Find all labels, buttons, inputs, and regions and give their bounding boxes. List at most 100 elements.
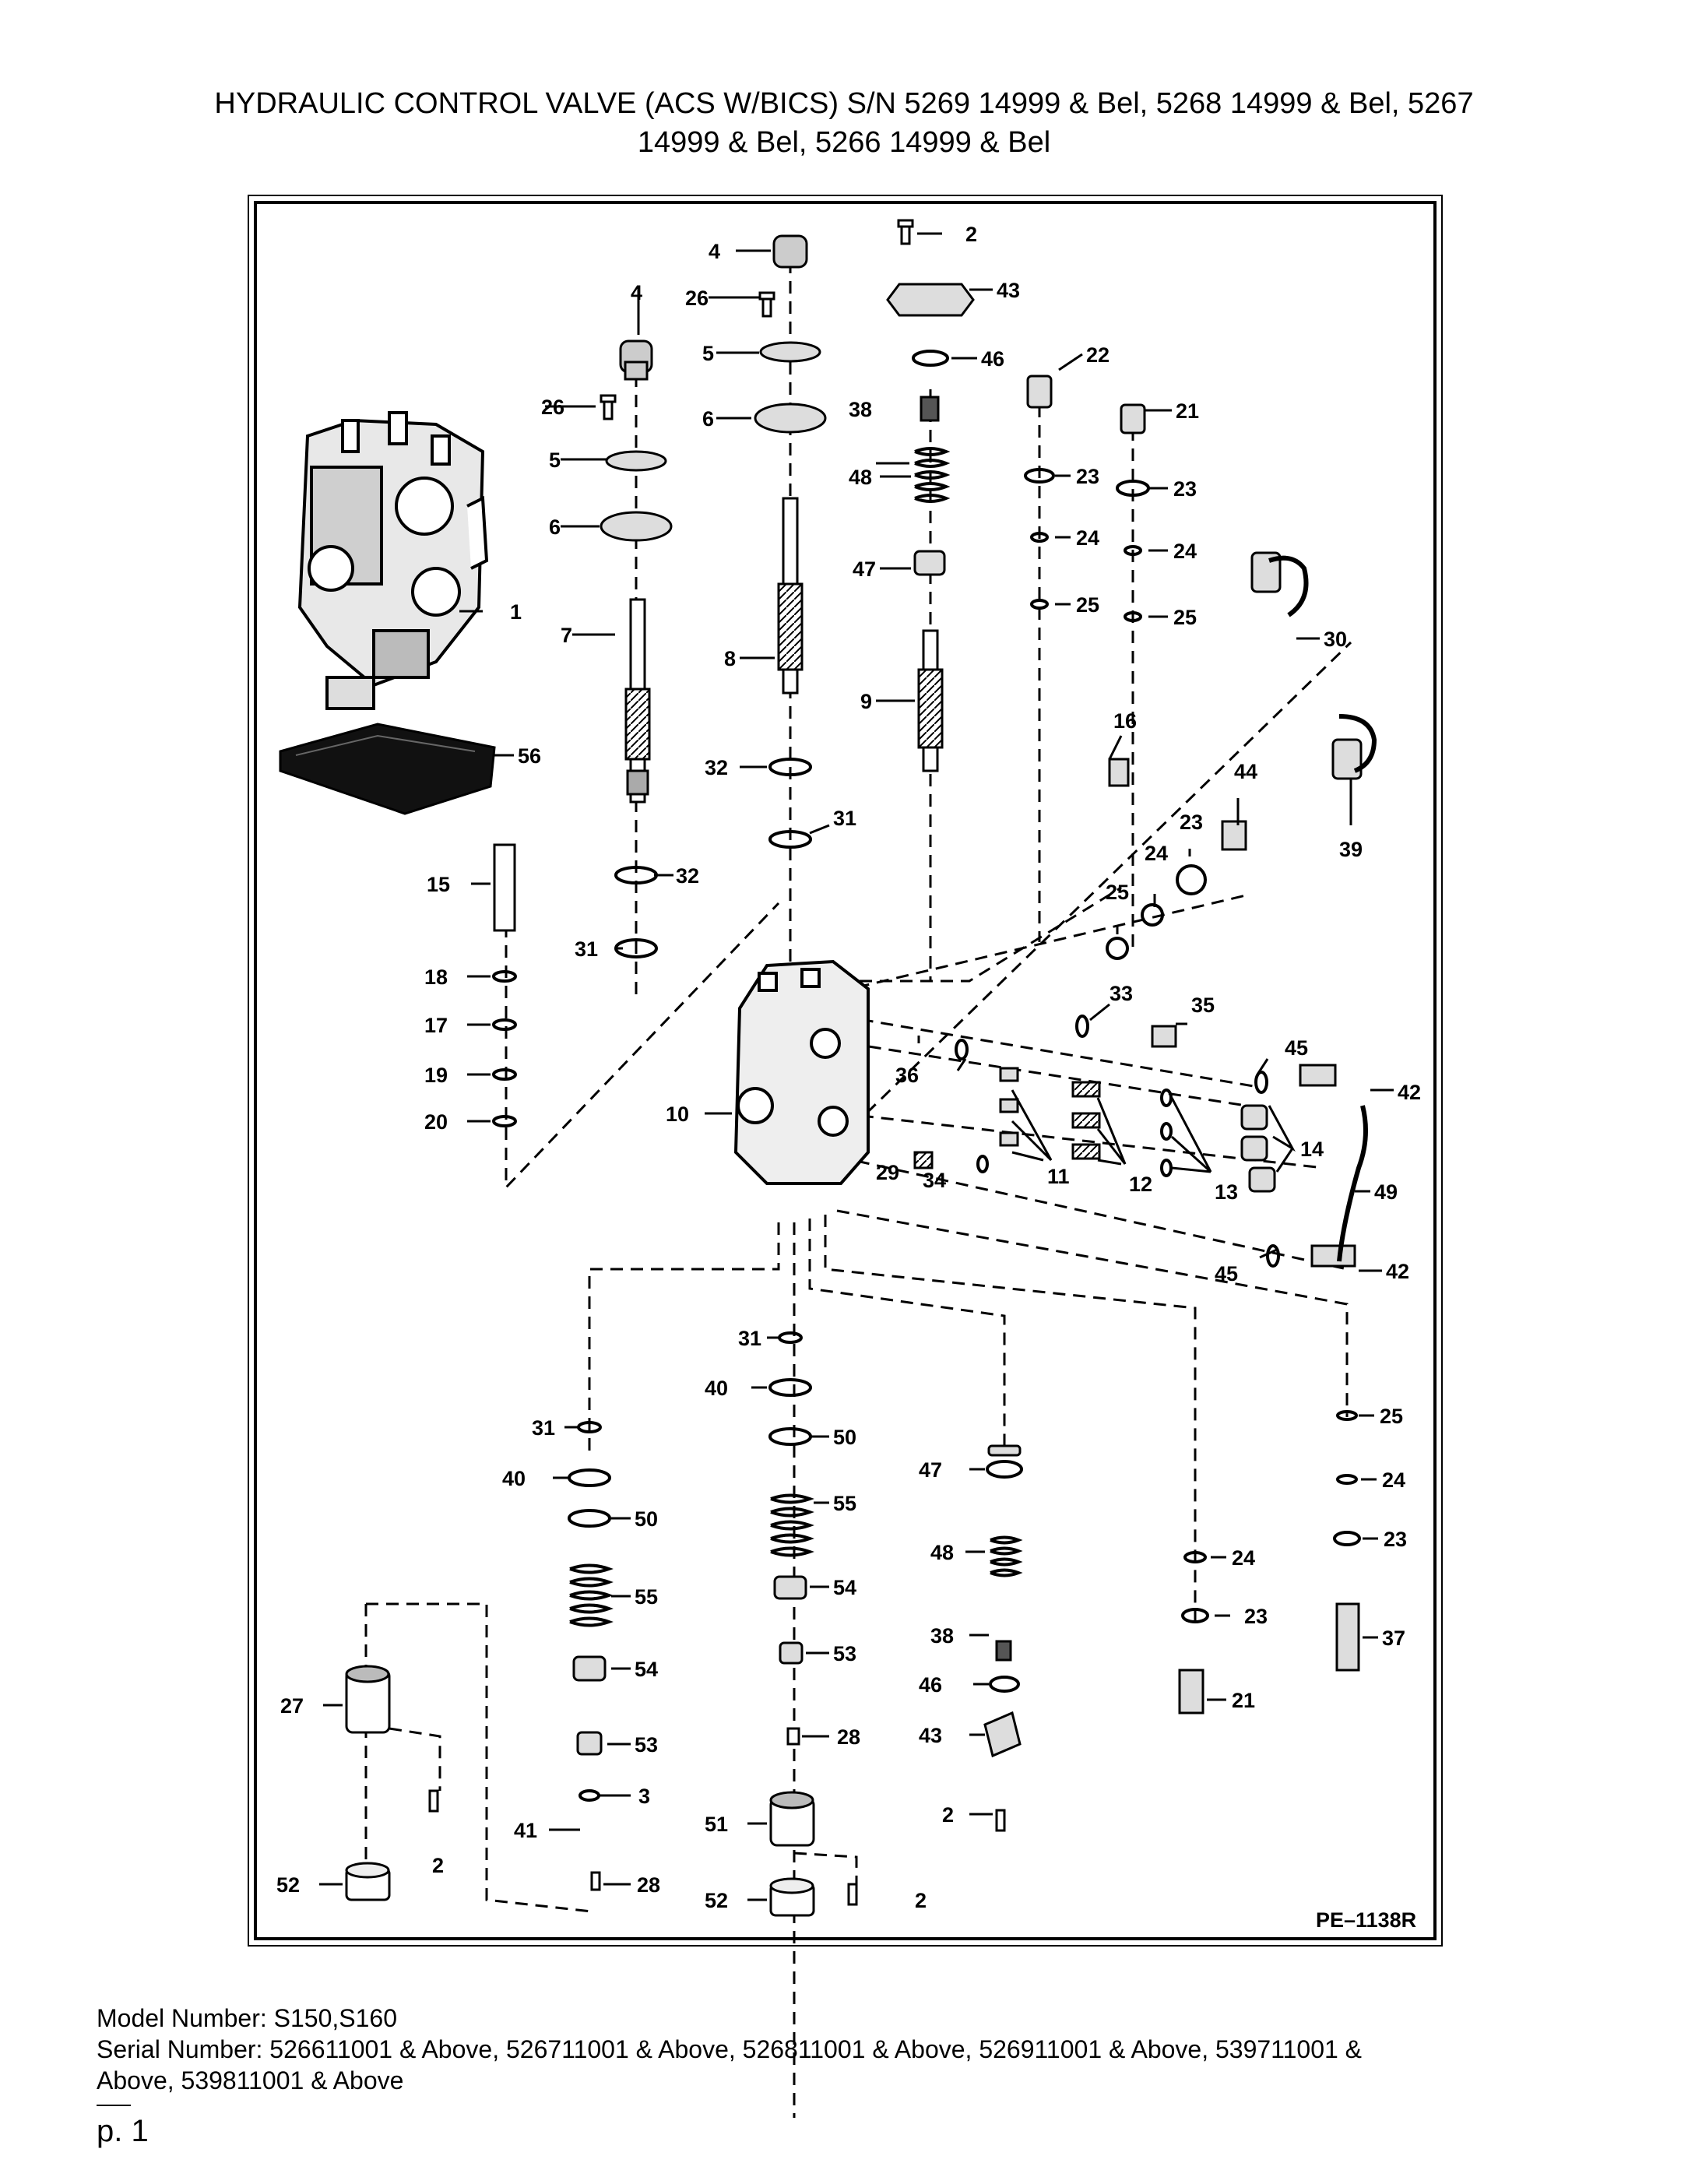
label-28-mid: 28 <box>837 1725 860 1749</box>
cap-part-4-top <box>772 234 808 269</box>
label-24-a: 24 <box>1076 526 1099 550</box>
label-4-top: 4 <box>709 240 720 263</box>
label-9: 9 <box>860 690 872 713</box>
label-13: 13 <box>1215 1180 1238 1204</box>
label-26-top: 26 <box>685 287 709 310</box>
model-number: Model Number: S150,S160 <box>97 2004 397 2032</box>
label-21-bottom: 21 <box>1232 1689 1255 1712</box>
valve-assembly-part-1 <box>297 411 489 710</box>
label-47-top: 47 <box>853 557 876 581</box>
callout-labels: 1 2 2 2 2 3 4 4 5 5 6 6 7 8 9 10 11 12 1… <box>276 223 1421 1932</box>
label-43-top: 43 <box>997 279 1020 302</box>
label-16: 16 <box>1113 709 1137 733</box>
label-45-b: 45 <box>1215 1262 1238 1285</box>
label-31-b: 31 <box>575 937 598 961</box>
label-24-e: 24 <box>1382 1468 1405 1492</box>
label-5-left: 5 <box>549 448 561 472</box>
label-18: 18 <box>424 965 448 989</box>
label-37: 37 <box>1382 1627 1405 1650</box>
footer-info: Model Number: S150,S160 Serial Number: 5… <box>97 2003 1362 2096</box>
label-6-top: 6 <box>702 407 714 431</box>
label-24-b: 24 <box>1173 540 1197 563</box>
label-29: 29 <box>876 1161 899 1184</box>
label-23-a: 23 <box>1076 465 1099 488</box>
title-line-2: 14999 & Bel, 5266 14999 & Bel <box>637 126 1051 159</box>
label-40-a: 40 <box>705 1377 728 1400</box>
label-17: 17 <box>424 1014 448 1037</box>
label-40-b: 40 <box>502 1467 526 1490</box>
valve-body-part-10 <box>733 959 870 1185</box>
spool-part-9 <box>917 629 944 772</box>
label-45-a: 45 <box>1285 1036 1308 1060</box>
label-52-a: 52 <box>276 1873 300 1897</box>
label-6-left: 6 <box>549 515 561 539</box>
label-25-a: 25 <box>1076 593 1099 617</box>
label-32-b: 32 <box>676 864 699 888</box>
label-26-left: 26 <box>541 396 564 419</box>
label-1: 1 <box>510 600 522 624</box>
label-47-bottom: 47 <box>919 1458 942 1482</box>
label-2-bottom: 2 <box>915 1889 927 1912</box>
label-50-a: 50 <box>833 1426 856 1449</box>
label-41: 41 <box>514 1819 537 1842</box>
figure-code: PE–1138R <box>1316 1908 1416 1932</box>
label-42-a: 42 <box>1398 1081 1421 1104</box>
label-31-a: 31 <box>833 807 856 830</box>
label-52-b: 52 <box>705 1889 728 1912</box>
label-46-bottom: 46 <box>919 1673 942 1697</box>
label-23-b: 23 <box>1173 477 1197 501</box>
label-32-a: 32 <box>705 756 728 779</box>
serial-number-line-1: Serial Number: 526611001 & Above, 526711… <box>97 2035 1363 2063</box>
label-35: 35 <box>1191 994 1215 1017</box>
small-parts <box>493 375 1363 1756</box>
label-49: 49 <box>1374 1180 1398 1204</box>
label-55-b: 55 <box>635 1585 658 1609</box>
decal-part-56 <box>279 723 496 815</box>
label-23-e: 23 <box>1384 1528 1407 1551</box>
label-5-top: 5 <box>702 342 714 365</box>
label-23-d: 23 <box>1244 1605 1268 1628</box>
label-19: 19 <box>424 1064 448 1087</box>
diagram-frame <box>248 195 1443 1947</box>
label-38-bottom: 38 <box>930 1624 954 1648</box>
label-24-c: 24 <box>1145 842 1168 865</box>
label-50-b: 50 <box>635 1507 658 1531</box>
label-23-c: 23 <box>1180 811 1203 834</box>
label-10: 10 <box>666 1103 689 1126</box>
label-42-b: 42 <box>1386 1260 1409 1283</box>
cap-part-4-left <box>619 339 653 381</box>
label-34: 34 <box>923 1169 946 1192</box>
spool-part-8 <box>777 497 804 695</box>
label-36: 36 <box>895 1064 919 1087</box>
footer-rule <box>97 2105 131 2106</box>
cartridges <box>345 1665 815 1917</box>
label-53-a: 53 <box>833 1642 856 1665</box>
label-31-c: 31 <box>738 1327 761 1350</box>
label-38-top: 38 <box>849 398 872 421</box>
label-54-a: 54 <box>833 1576 856 1599</box>
label-21-top: 21 <box>1176 399 1199 423</box>
label-14: 14 <box>1300 1138 1324 1161</box>
label-20: 20 <box>424 1110 448 1134</box>
spool-part-7 <box>624 598 651 804</box>
label-31-d: 31 <box>532 1416 555 1440</box>
label-55-a: 55 <box>833 1492 856 1515</box>
label-56: 56 <box>518 744 541 768</box>
page-title: HYDRAULIC CONTROL VALVE (ACS W/BICS) S/N… <box>0 84 1688 162</box>
label-54-b: 54 <box>635 1658 658 1681</box>
plates-5-6 <box>600 341 827 542</box>
label-12: 12 <box>1129 1173 1152 1196</box>
label-24-d: 24 <box>1232 1546 1255 1570</box>
label-8: 8 <box>724 647 736 670</box>
label-39: 39 <box>1339 838 1363 861</box>
label-30: 30 <box>1324 628 1347 651</box>
label-48-top: 48 <box>849 466 872 489</box>
label-25-d: 25 <box>1380 1405 1403 1428</box>
label-3: 3 <box>638 1785 650 1808</box>
label-15: 15 <box>427 873 450 896</box>
label-44: 44 <box>1234 760 1257 783</box>
harness-and-tube <box>1268 555 1377 1262</box>
label-7: 7 <box>561 624 572 647</box>
label-51: 51 <box>705 1813 728 1836</box>
